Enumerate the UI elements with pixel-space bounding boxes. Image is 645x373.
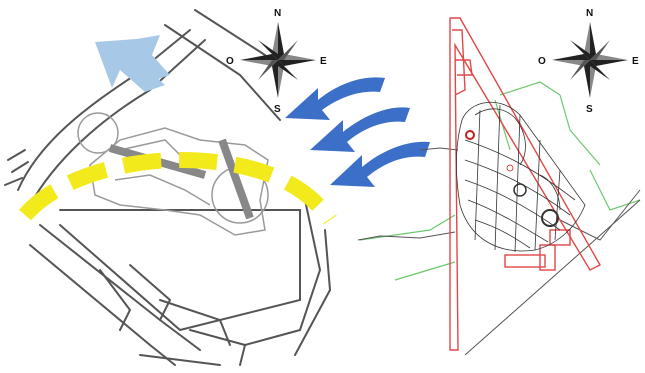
street-line	[100, 270, 130, 330]
compass-rose-icon: N S E O	[538, 8, 639, 115]
compass-west-label: O	[538, 56, 546, 67]
building-outline	[90, 128, 268, 235]
red-building	[540, 245, 555, 270]
street-line	[40, 225, 200, 350]
right-roads	[358, 148, 640, 355]
compass-east-label: E	[632, 56, 639, 67]
street-line	[245, 200, 320, 345]
compass-north-label: N	[274, 8, 281, 19]
compass-north-label: N	[586, 8, 593, 19]
dark-blue-arrows-icon	[285, 77, 430, 187]
compass-west-label: O	[226, 56, 234, 67]
mesh-node	[542, 210, 558, 226]
axis-bar	[222, 140, 250, 218]
compass-south-label: S	[274, 104, 281, 115]
red-building	[505, 255, 545, 267]
building-outline	[115, 175, 210, 205]
street-line	[195, 10, 265, 55]
light-blue-arrow-icon	[95, 35, 170, 92]
mesh-node	[466, 131, 474, 139]
red-site-boundary	[450, 18, 600, 350]
mesh-node	[507, 165, 513, 171]
mesh-node	[514, 184, 526, 196]
compass-east-label: E	[320, 56, 327, 67]
street-line	[165, 25, 280, 120]
street-line	[5, 150, 28, 185]
street-line	[140, 355, 220, 365]
compass-south-label: S	[586, 104, 593, 115]
